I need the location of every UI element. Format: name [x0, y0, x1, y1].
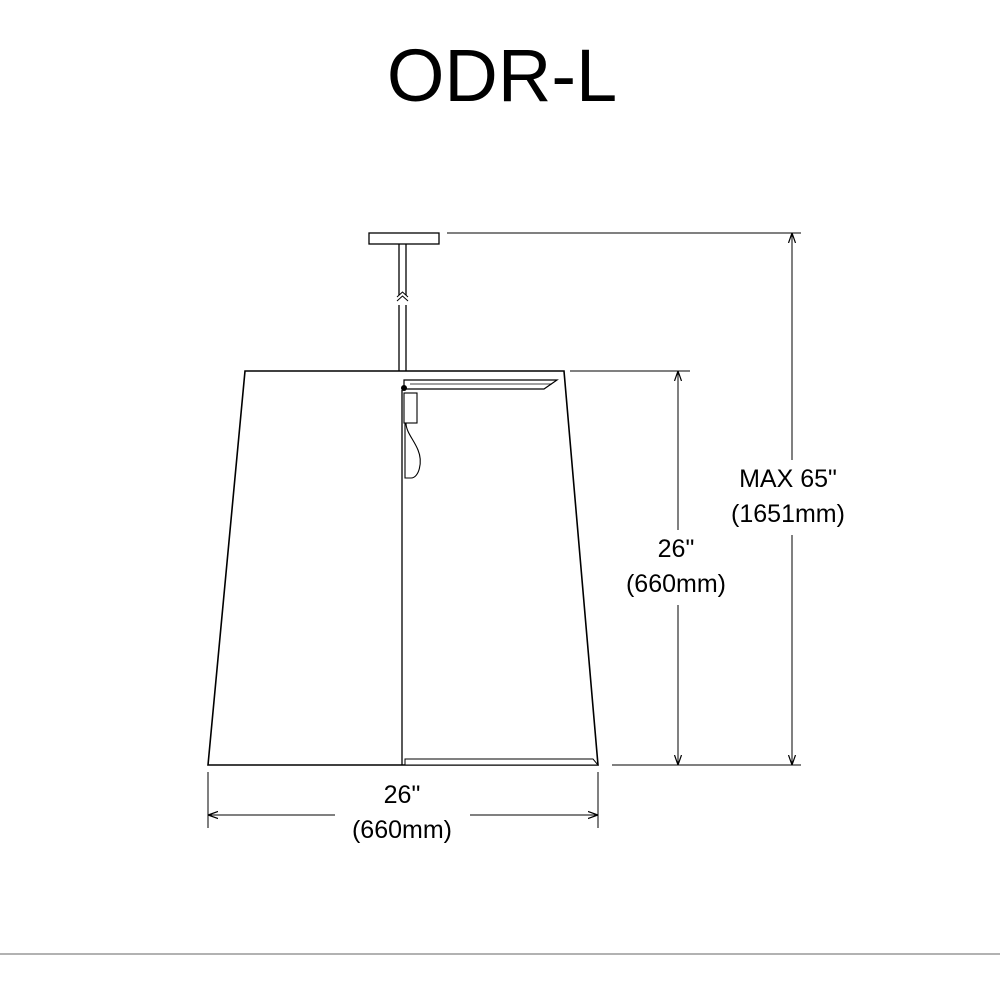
lamp-socket	[403, 392, 418, 424]
shade-height-metric: (660mm)	[626, 570, 726, 598]
shade-width-label: 26"	[384, 781, 421, 809]
lamp-shade	[207, 370, 599, 766]
rod-break-symbol	[396, 291, 409, 302]
overall-height-dimension	[447, 232, 801, 766]
shade-top-frame	[403, 379, 559, 390]
product-title: ODR-L	[387, 34, 617, 117]
light-bulb	[404, 422, 421, 479]
fitter-hub	[401, 385, 407, 391]
overall-height-label: MAX 65"	[739, 465, 837, 493]
shade-width-metric: (660mm)	[352, 816, 452, 844]
suspension-rod	[398, 244, 407, 383]
overall-height-metric: (1651mm)	[731, 500, 845, 528]
shade-bottom-rim	[404, 758, 600, 766]
ceiling-canopy	[368, 232, 440, 245]
shade-height-label: 26"	[658, 535, 695, 563]
shade-height-dimension	[570, 370, 690, 765]
shade-width-dimension	[207, 772, 599, 828]
